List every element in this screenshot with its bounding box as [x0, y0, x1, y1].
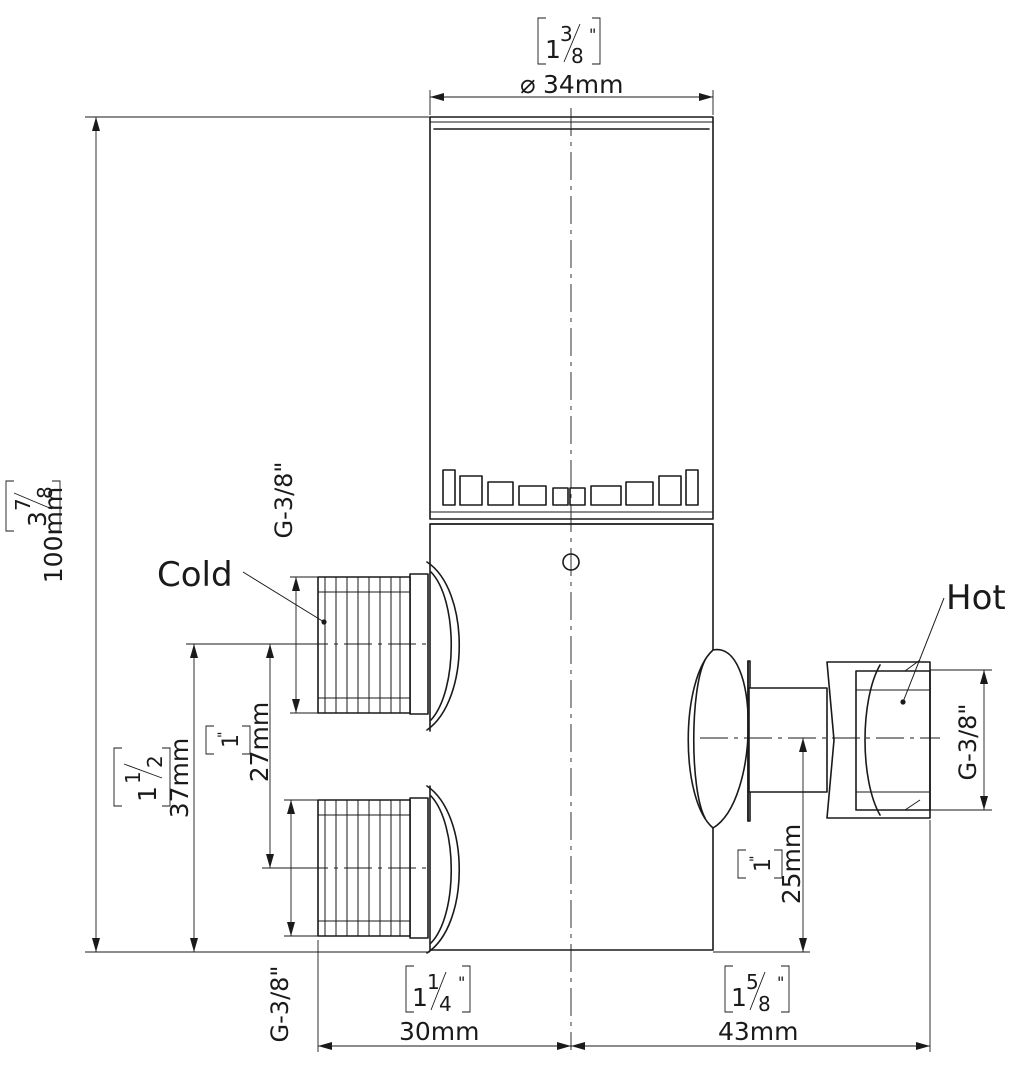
svg-text:1: 1: [751, 858, 776, 872]
svg-text:100mm: 100mm: [39, 487, 68, 583]
svg-text:": ": [458, 973, 465, 992]
svg-text:": ": [748, 856, 764, 862]
svg-text:G-3/8": G-3/8": [270, 462, 298, 539]
cold-inlet-lower: [317, 785, 460, 954]
hot-outlet: [687, 649, 931, 829]
cap-grip-slots: [442, 469, 699, 506]
svg-text:2: 2: [143, 755, 167, 768]
svg-text:1: 1: [427, 970, 440, 994]
outlet-height-in-text: 1 ": [737, 849, 783, 879]
height-in-text: 3 7 8: [5, 480, 61, 532]
label-leaders: [242, 571, 945, 703]
svg-text:": ": [589, 25, 596, 44]
svg-text:27mm: 27mm: [245, 702, 274, 783]
svg-text:7: 7: [11, 498, 35, 511]
svg-text:1: 1: [412, 983, 428, 1012]
dim-outlet-height: [713, 738, 810, 953]
svg-text:3: 3: [560, 22, 573, 46]
svg-text:G-3/8": G-3/8": [266, 966, 294, 1043]
svg-text:5: 5: [746, 970, 759, 994]
svg-text:1: 1: [545, 35, 561, 64]
center-lines: [300, 108, 940, 1050]
svg-text:3: 3: [23, 511, 52, 527]
dim-bottom-depth: [317, 820, 931, 1052]
cold-inlet-upper: [317, 561, 460, 731]
svg-text:8: 8: [758, 992, 771, 1016]
svg-text:1: 1: [133, 786, 162, 802]
dim-thread-upper: [290, 576, 318, 714]
svg-text:1: 1: [219, 734, 244, 748]
svg-text:1: 1: [121, 771, 145, 784]
svg-text:G-3/8": G-3/8": [954, 704, 982, 781]
dim-top-width: [429, 90, 714, 115]
top-width-text: 1 3 8 " ⌀ 34mm: [520, 17, 624, 100]
lower-inlet-in-text: 1 ": [205, 725, 251, 755]
svg-text:8: 8: [571, 44, 584, 68]
svg-text:43mm: 43mm: [718, 1017, 799, 1046]
dim-thread-lower: [284, 799, 318, 937]
svg-text:": ": [777, 973, 784, 992]
valve-cap: [429, 116, 714, 520]
outlet-height-text: 25mm: [777, 824, 806, 905]
cold-label: Cold: [157, 555, 233, 595]
thread-lines-upper: [324, 577, 401, 713]
thread-lower-text: G-3/8": [266, 966, 294, 1043]
svg-text:": ": [216, 732, 232, 738]
svg-text:1: 1: [731, 983, 747, 1012]
dim-thread-hot: [930, 669, 992, 811]
dim-lower-inlet: [262, 644, 300, 869]
dim-height: [85, 116, 430, 953]
hot-label: Hot: [946, 578, 1006, 618]
svg-text:25mm: 25mm: [777, 824, 806, 905]
thread-hot-text: G-3/8": [954, 704, 982, 781]
left-depth-text: 1 1 4 " 30mm: [399, 965, 480, 1046]
inlet-spacing-in-text: 1 1 2: [113, 747, 171, 807]
height-text: 100mm: [39, 487, 68, 583]
lower-inlet-text: 27mm: [245, 702, 274, 783]
dim-inlet-spacing: [186, 643, 300, 952]
svg-text:34mm: 34mm: [543, 70, 624, 99]
svg-text:4: 4: [439, 992, 452, 1016]
valve-body: [429, 523, 714, 951]
svg-text:8: 8: [33, 486, 57, 499]
svg-text:30mm: 30mm: [399, 1017, 480, 1046]
thread-upper-text: G-3/8": [270, 462, 298, 539]
right-depth-text: 1 5 8 " 43mm: [718, 965, 799, 1046]
svg-text:⌀: ⌀: [520, 70, 536, 100]
